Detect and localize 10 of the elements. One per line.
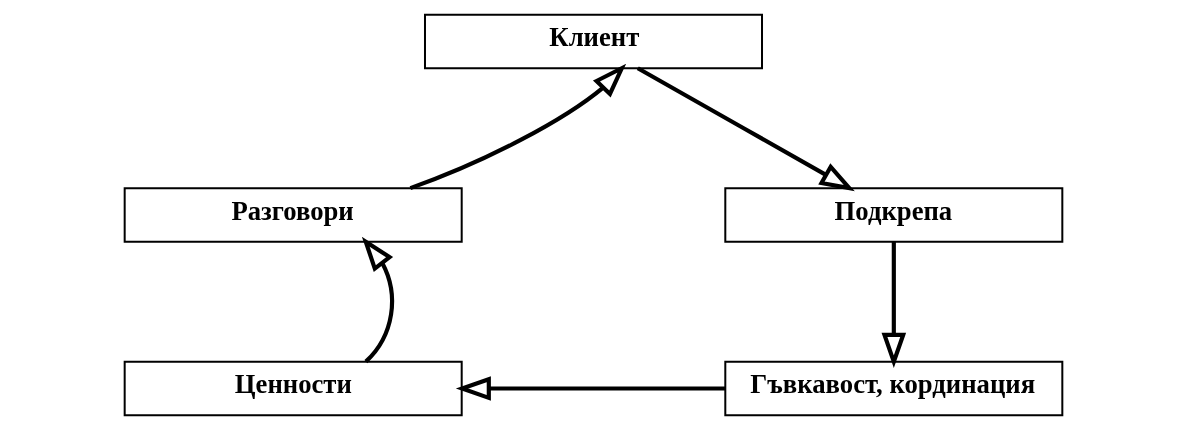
- arrow: [881, 241, 906, 368]
- arrow: [636, 66, 855, 192]
- arrow: [409, 63, 626, 191]
- node-box: Клиент: [423, 13, 763, 70]
- node-box: Подкрепа: [723, 187, 1063, 243]
- node-box: Ценности: [123, 360, 463, 417]
- node-box: Разговори: [123, 187, 463, 243]
- arrow: [361, 236, 394, 364]
- node-box: Гъвкавост, кординация: [723, 360, 1063, 417]
- arrow: [455, 376, 725, 401]
